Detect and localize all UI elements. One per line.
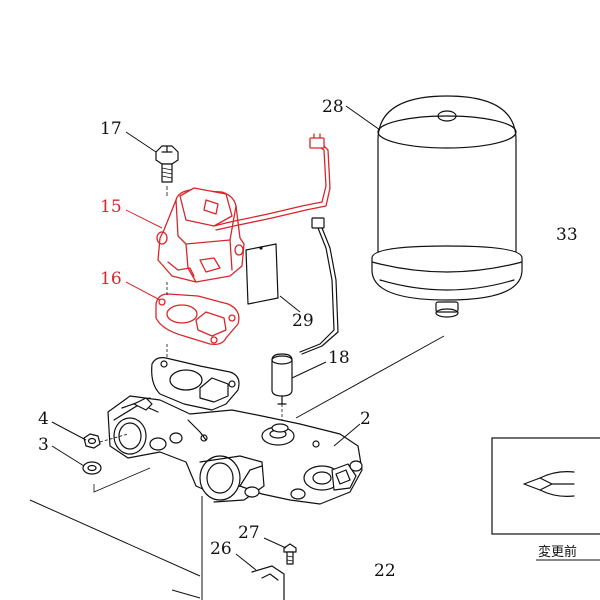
callout-18: 18 xyxy=(328,348,350,368)
inset-caption: 変更前 xyxy=(538,544,577,560)
part-15-valve-assembly[interactable] xyxy=(156,133,331,283)
callout-29: 29 xyxy=(292,311,314,331)
callout-2: 2 xyxy=(360,409,371,429)
callout-33: 33 xyxy=(556,225,578,245)
callout-4: 4 xyxy=(38,409,49,429)
leader-17 xyxy=(125,131,157,153)
part-26-bracket[interactable] xyxy=(251,565,285,600)
part-28-dryer-canister[interactable] xyxy=(371,95,523,318)
callout-26: 26 xyxy=(210,539,232,559)
part-3-washer[interactable] xyxy=(82,461,102,475)
part-27-screw[interactable] xyxy=(283,543,297,565)
callout-17: 17 xyxy=(100,119,122,139)
part-4-nut[interactable] xyxy=(83,433,101,449)
leader-15 xyxy=(125,209,163,229)
leader-4 xyxy=(51,421,87,441)
housing-body[interactable] xyxy=(107,395,363,505)
leader-16 xyxy=(125,281,161,301)
leader-2 xyxy=(333,423,361,447)
part-29-label-tag[interactable] xyxy=(245,243,301,313)
callout-3: 3 xyxy=(38,435,49,455)
housing-top-flange xyxy=(151,357,240,411)
leader-26 xyxy=(235,553,257,571)
callout-16: 16 xyxy=(100,269,122,289)
leader-27 xyxy=(263,537,287,549)
inset-before-change xyxy=(491,437,600,561)
callout-22: 22 xyxy=(374,561,396,581)
callout-15: 15 xyxy=(100,197,122,217)
leader-18 xyxy=(291,361,327,379)
leader-3 xyxy=(51,445,85,467)
leader-28 xyxy=(345,105,381,131)
callout-27: 27 xyxy=(238,523,260,543)
part-17-bolt[interactable] xyxy=(155,145,179,183)
callout-28: 28 xyxy=(322,97,344,117)
part-18-sensor[interactable] xyxy=(271,217,339,405)
part-16-gasket[interactable] xyxy=(155,293,240,346)
